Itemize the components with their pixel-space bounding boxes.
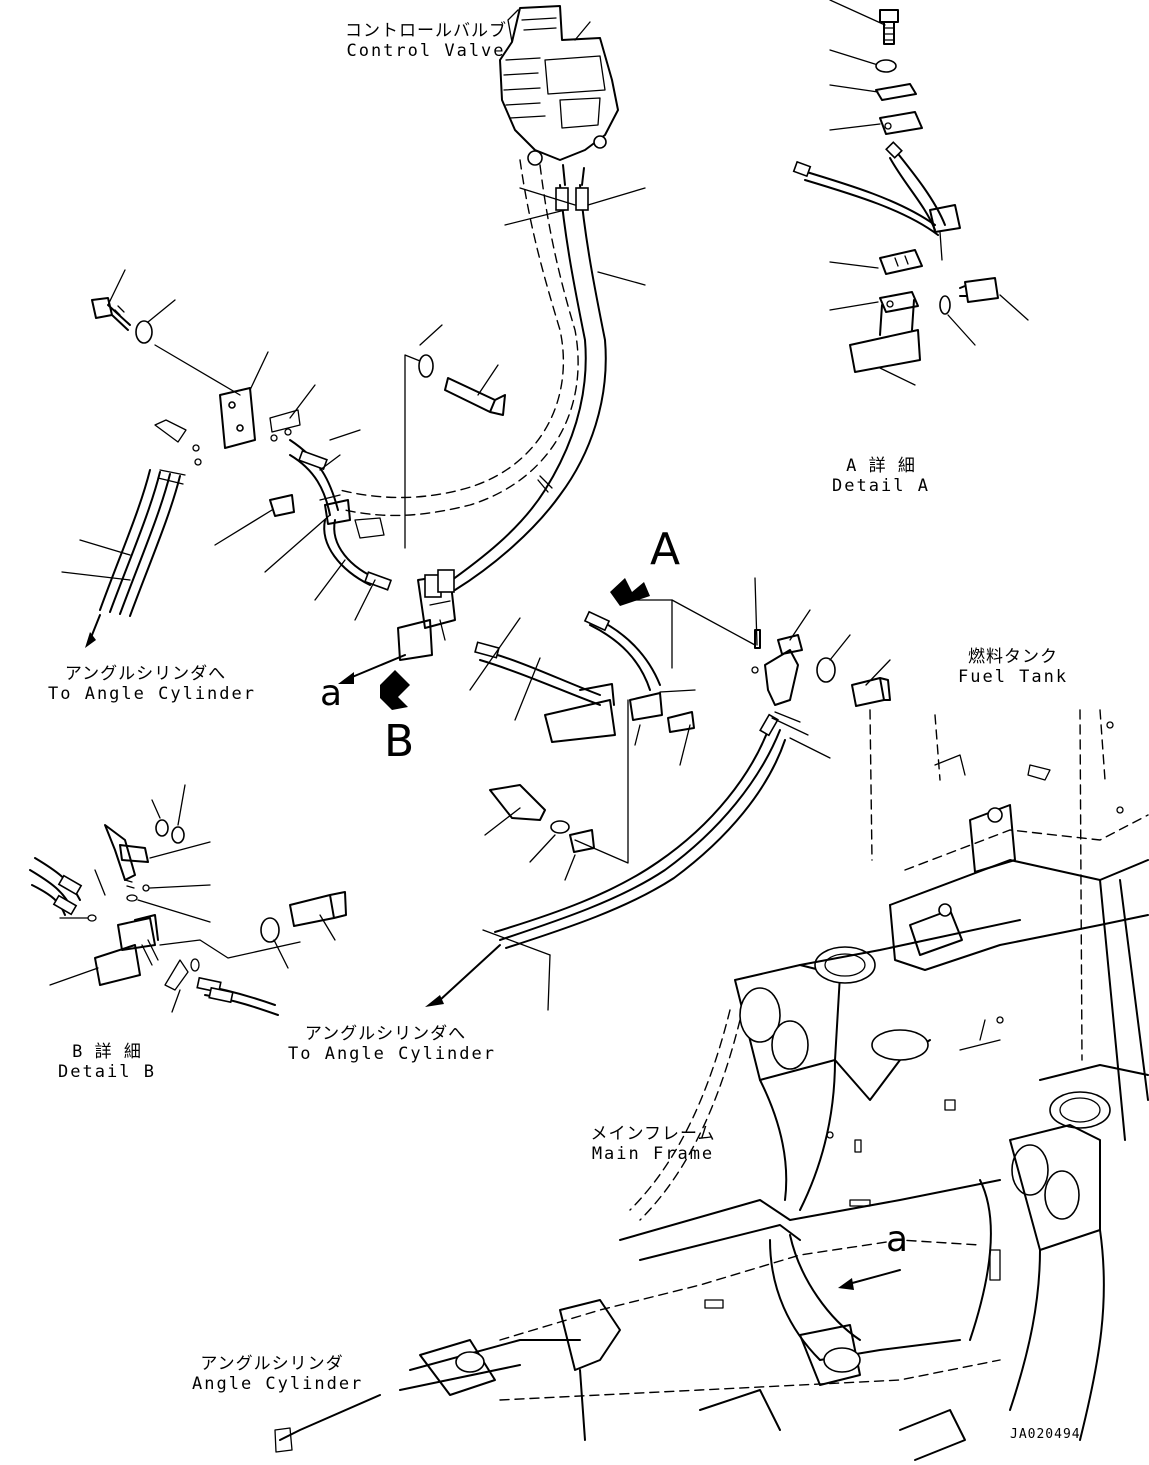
left-junction-drawing: [61, 269, 506, 648]
angle-cylinder-label: アングルシリンダ Angle Cylinder: [192, 1354, 364, 1394]
drawing-id: JA020494: [1010, 1427, 1081, 1442]
detail-a-label-en: Detail A: [832, 475, 930, 496]
detail-b-drawing: [29, 784, 347, 1016]
to-angle-cylinder-left-label: アングルシリンダへ To Angle Cylinder: [48, 664, 256, 704]
angle-cylinder-label-en: Angle Cylinder: [192, 1373, 364, 1394]
fuel-tank-label: 燃料タンク Fuel Tank: [958, 647, 1069, 687]
view-b-marker: B: [384, 716, 415, 767]
detail-b-label-en: Detail B: [58, 1061, 156, 1082]
main-frame-label-en: Main Frame: [591, 1143, 715, 1164]
angle-cylinder-label-jp: アングルシリンダ: [200, 1354, 344, 1374]
main-frame-label-jp: メインフレーム: [590, 1124, 716, 1144]
control-valve-label: コントロールバルブ Control Valve: [336, 21, 516, 61]
center-detail-drawing: [469, 599, 696, 881]
fuel-tank-label-jp: 燃料タンク: [968, 647, 1058, 667]
central-manifold-drawing: [338, 569, 650, 710]
main-hoses: [339, 159, 607, 591]
control-valve-label-en: Control Valve: [346, 40, 506, 61]
ref-a-left-marker: a: [320, 673, 343, 714]
detail-a-drawing: [792, 0, 1029, 386]
to-angle-cylinder-left-label-jp: アングルシリンダへ: [64, 664, 227, 684]
to-angle-cylinder-center-label-jp: アングルシリンダへ: [304, 1024, 467, 1044]
detail-b-label-jp: B 詳 細: [72, 1042, 142, 1062]
to-angle-cylinder-center-label: アングルシリンダへ To Angle Cylinder: [288, 1024, 496, 1064]
control-valve-label-jp: コントロールバルブ: [345, 21, 507, 41]
detail-a-label-jp: A 詳 細: [846, 456, 916, 476]
control-valve-drawing: [499, 5, 619, 166]
leader-lines-top: [504, 187, 646, 286]
to-angle-cylinder-left-label-en: To Angle Cylinder: [48, 683, 256, 704]
fuel-tank-label-en: Fuel Tank: [958, 666, 1069, 687]
frame-hose-drawing: [629, 1009, 741, 1221]
ref-a-frame-marker: a: [886, 1219, 909, 1260]
detail-a-label: A 詳 細 Detail A: [826, 456, 936, 496]
detail-b-label: B 詳 細 Detail B: [52, 1042, 162, 1082]
right-connector-drawing: [425, 577, 891, 1011]
main-frame-drawing: [274, 709, 1149, 1461]
to-angle-cylinder-center-label-en: To Angle Cylinder: [288, 1043, 496, 1064]
view-a-marker: A: [650, 524, 681, 575]
main-frame-label: メインフレーム Main Frame: [588, 1124, 718, 1164]
